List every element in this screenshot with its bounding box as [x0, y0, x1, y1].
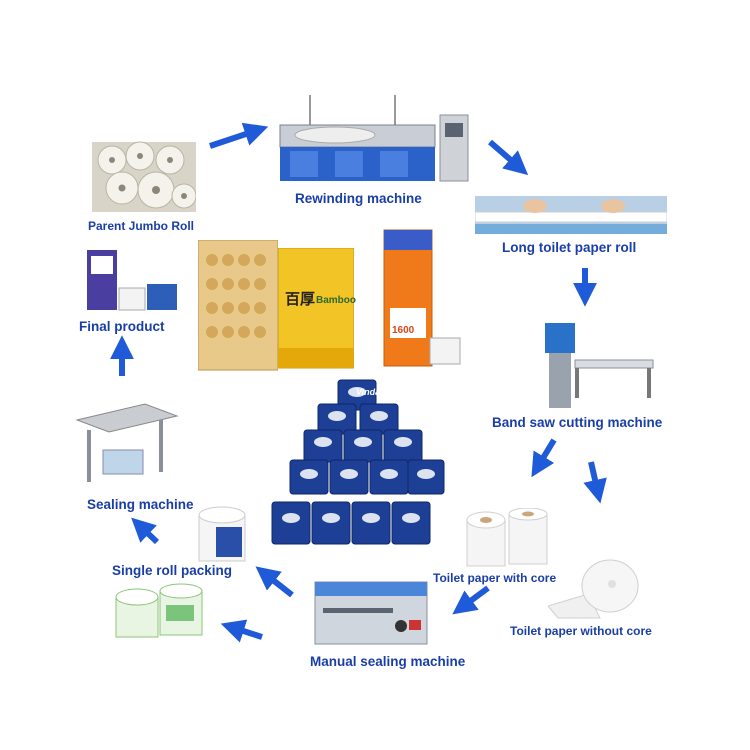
label-parent-jumbo-roll: Parent Jumbo Roll [88, 219, 195, 233]
flow-arrow-icon [131, 517, 160, 545]
flow-arrow-icon [583, 461, 607, 504]
label-rewinding-machine: Rewinding machine [295, 191, 422, 206]
roll-pyramid-image [271, 379, 445, 545]
single-roll-packing-image [198, 506, 246, 562]
band-saw-cutting-machine-image [545, 323, 654, 408]
flow-arrow-icon [488, 139, 529, 176]
bamboo-brand-text: 百厚 [285, 291, 316, 308]
vinda-badge-text: 1600 [392, 325, 415, 336]
label-manual-sealing-machine: Manual sealing machine [310, 654, 466, 669]
flow-arrow-icon [209, 122, 269, 149]
label-sealing-machine: Sealing machine [87, 497, 194, 512]
sealing-machine-image [75, 403, 179, 482]
roll-brand-text: Vinda [356, 387, 381, 397]
bamboo-pack-yellow-image [278, 248, 354, 369]
bamboo-pack-large-image [198, 240, 278, 371]
packed-rolls-image [115, 583, 203, 638]
final-product-image [87, 250, 177, 311]
parent-jumbo-roll-image [92, 141, 196, 212]
toilet-paper-without-core-image [548, 559, 639, 619]
flow-arrow-icon [220, 619, 263, 643]
label-band-saw-cutting-machine: Band saw cutting machine [492, 415, 663, 430]
flow-arrow-icon [531, 438, 557, 478]
label-long-toilet-paper-roll: Long toilet paper roll [502, 240, 637, 255]
toilet-paper-with-core-image [466, 508, 548, 567]
label-final-product: Final product [79, 319, 165, 334]
manual-sealing-machine-image [314, 581, 428, 645]
flow-arrow-icon [255, 566, 294, 598]
rewinding-machine-image [279, 95, 469, 182]
bamboo-sub-text: Bamboo [316, 295, 356, 306]
label-toilet-paper-with-core: Toilet paper with core [433, 571, 557, 585]
vinda-pack-image [383, 229, 461, 367]
label-toilet-paper-without-core: Toilet paper without core [510, 624, 652, 638]
label-single-roll-packing: Single roll packing [112, 563, 233, 578]
flow-arrow-icon [452, 585, 490, 615]
long-toilet-paper-roll-image [475, 196, 667, 234]
